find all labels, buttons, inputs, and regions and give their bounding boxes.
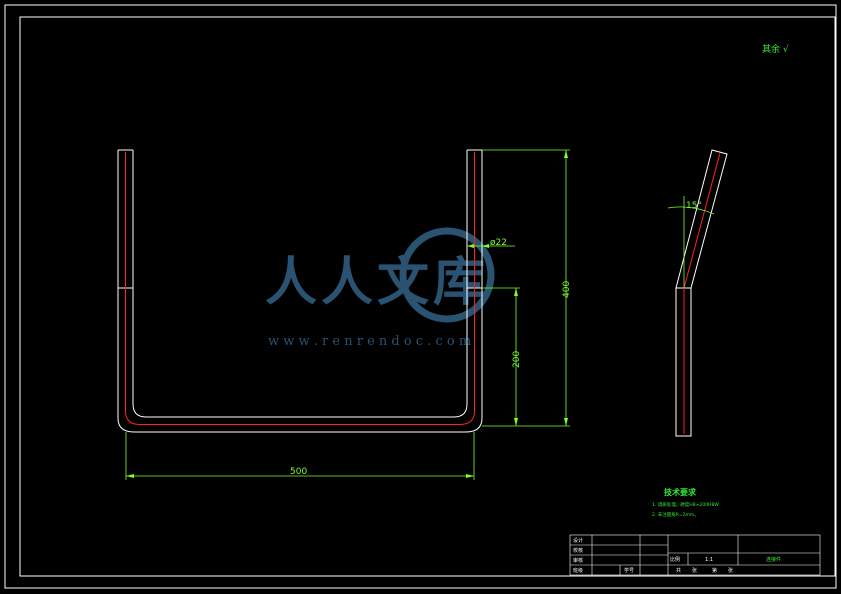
tb-bottom-label-3: 第 [712,567,717,574]
dim-height-total-label: 400 [562,281,572,298]
part-centerline [125,152,475,425]
angle-arc [667,206,715,215]
part-inner-outline [132,150,468,418]
dim-height-lower-label: 200 [512,351,522,368]
tb-label-check: 校核 [573,547,583,554]
tb-ratio-value: 1:1 [705,557,713,563]
dim-angle-label: 15° [686,201,702,211]
front-view: 500 400 200 ø22 [117,149,572,480]
dim-width-label: 500 [290,467,307,477]
part-outer-outline [117,150,483,433]
dim-arrow-right [466,474,474,478]
title-block [569,534,821,576]
dim-arrow-mid [514,288,518,296]
tb-label-review: 审核 [573,557,583,564]
tb-label-design: 设计 [573,537,583,544]
tb-bottom-label-1: 共 [676,567,681,574]
dim-diameter-label: ø22 [490,238,507,248]
dim-arrow-top [564,150,568,158]
outer-border [4,4,837,589]
tb-bottom-label-2: 张 [692,567,697,574]
watermark: 人人文库 w w w . r e n r e n d o c . c o m [265,227,495,349]
inner-border [19,16,836,577]
watermark-ring [399,227,495,323]
surface-finish-note: 其余 √ [762,43,789,55]
tech-requirements-title: 技术要求 [664,487,697,497]
watermark-text: 人人文库 [265,252,489,313]
dim-arrow-lower [514,418,518,426]
dim-arrow-bottom [564,418,568,426]
tb-bottom-label-4: 张 [728,567,733,574]
title-block-text: 设计 校核 审核 班级 学号 比例 1:1 连接件 共 张 第 张 [573,537,781,574]
tech-requirement-1: 1. 调质处理。硬度HB≈200HBW [652,501,719,508]
tb-part-name: 连接件 [766,556,781,563]
tb-label-ratio: 比例 [670,556,680,563]
tech-requirement-2: 2. 未注圆角R=2mm。 [652,511,699,518]
watermark-url: w w w . r e n r e n d o c . c o m [268,334,471,349]
side-view: 15° [667,149,728,437]
dim-arrow-left [126,474,134,478]
tech-requirements: 技术要求 1. 调质处理。硬度HB≈200HBW 2. 未注圆角R=2mm。 [652,487,719,518]
tb-label-student-no: 学号 [624,567,634,574]
dim-diameter-arrow-right [482,244,489,248]
dim-diameter-arrow-left [467,244,474,248]
tb-label-class: 班级 [573,567,583,574]
side-centerline-upper [683,152,721,289]
